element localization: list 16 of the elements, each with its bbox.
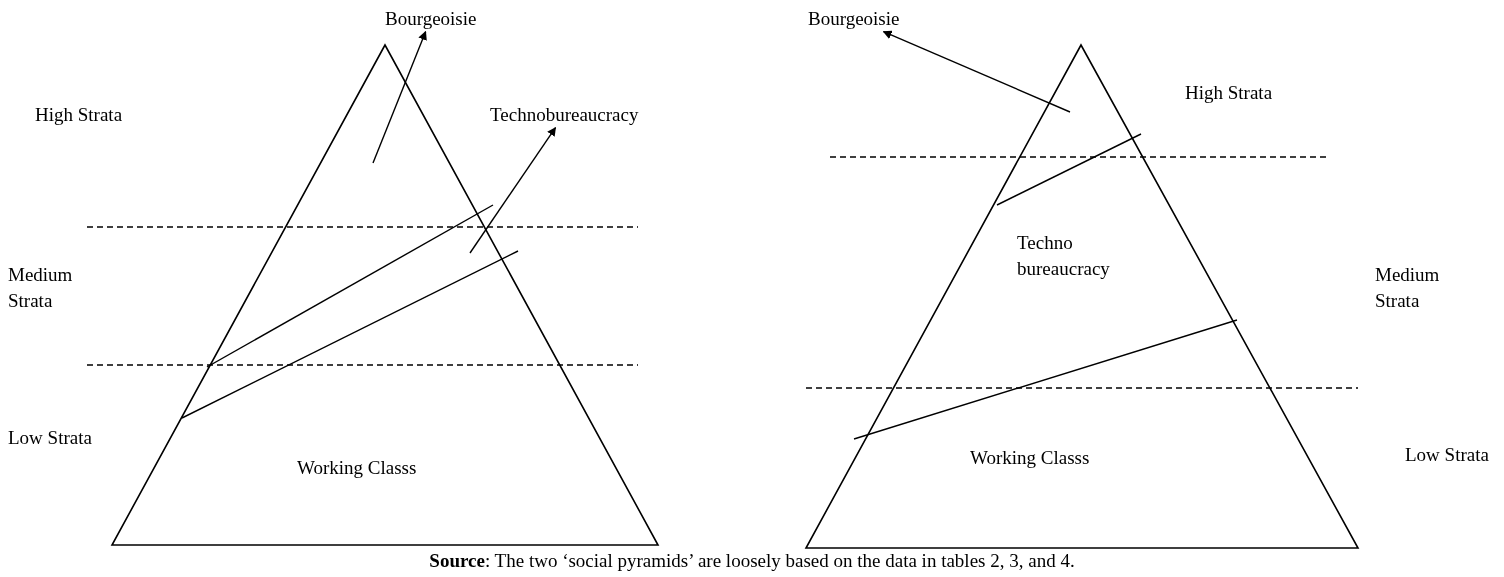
arrow [469, 126, 557, 254]
stratum-label: Low Strata [8, 425, 92, 451]
stratum-label: Bourgeoisie [385, 6, 477, 32]
stratum-label: Medium Strata [8, 262, 98, 314]
stratum-label: Medium Strata [1375, 262, 1475, 314]
stratum-label: High Strata [35, 102, 123, 128]
stratum-label: High Strata [1185, 80, 1273, 106]
class-label: Working Classs [970, 446, 1090, 470]
arrow [882, 30, 1071, 113]
stratum-label: Low Strata [1405, 442, 1489, 468]
arrow [372, 30, 427, 164]
source-caption: Source: The two ‘social pyramids’ are loosely based on the data in tables 2, 3, and 4. [428, 549, 1076, 573]
stratum-label: Technobureaucracy [490, 102, 639, 128]
class-label: Techno bureaucracy [1017, 231, 1111, 281]
class-label: Working Classs [297, 456, 417, 480]
stratum-label: Bourgeoisie [808, 6, 900, 32]
